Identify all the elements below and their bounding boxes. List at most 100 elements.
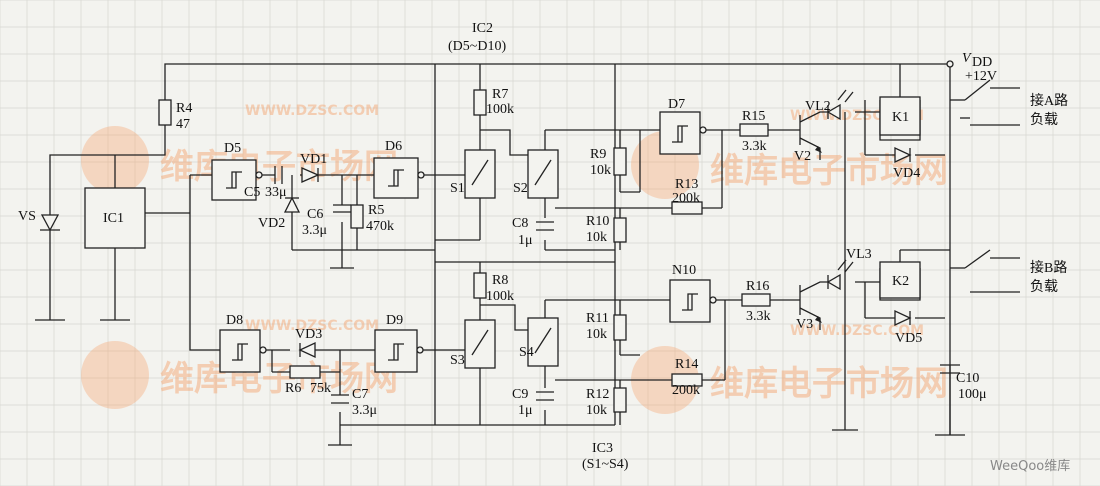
ic1-block: [84, 187, 146, 249]
label-load-a-1: 接A路: [1030, 92, 1068, 109]
label-vl3: VL3: [846, 247, 872, 262]
watermark-logo: [81, 341, 149, 409]
label-c10: C10: [956, 371, 979, 386]
watermark-url: WWW.DZSC.COM: [245, 318, 379, 334]
label-r16-value: 3.3k: [746, 309, 771, 324]
label-c9-value: 1μ: [518, 403, 533, 418]
label-n10: N10: [672, 263, 696, 278]
label-d6: D6: [385, 139, 402, 154]
resistor-r16: [741, 293, 771, 307]
resistor-r15: [739, 123, 769, 137]
resistor-r8: [473, 272, 487, 299]
watermark-text: 维库电子市场网: [710, 151, 948, 191]
label-r9: R9: [590, 147, 606, 162]
label-r8: R8: [492, 273, 508, 288]
label-vdd: V: [962, 51, 972, 66]
switch-s4: [527, 317, 559, 367]
resistor-r14: [671, 373, 703, 387]
watermark-text: 维库电子市场网: [160, 359, 398, 399]
brand-mark: WeeQoo维库: [990, 458, 1070, 474]
diode-vd3: [298, 341, 316, 359]
schmitt-d6: [373, 157, 419, 199]
resistor-r6: [289, 365, 321, 379]
label-c7-value: 3.3μ: [352, 403, 377, 418]
label-r7-value: 100k: [486, 102, 514, 117]
label-r13-value: 200k: [672, 191, 700, 206]
label-load-b-1: 接B路: [1030, 259, 1067, 276]
label-d9: D9: [386, 313, 403, 328]
label-plus12: +12V: [965, 69, 997, 84]
label-r7: R7: [492, 87, 508, 102]
labels: IC2 (D5~D10) IC3 (S1~S4) V DD +12V 接A路 负…: [18, 21, 1068, 472]
label-c8: C8: [512, 216, 528, 231]
label-ic3: IC3: [592, 441, 613, 456]
label-load-a-2: 负载: [1030, 112, 1058, 128]
label-r11-value: 10k: [586, 327, 607, 342]
vdd-terminal: [946, 60, 954, 68]
label-r5: R5: [368, 203, 384, 218]
resistor-r12: [613, 387, 627, 413]
label-c8-value: 1μ: [518, 233, 533, 248]
watermark-url: WWW.DZSC.COM: [790, 323, 924, 339]
watermark-text: 维库电子市场网: [710, 364, 948, 404]
label-c5: C5: [244, 185, 260, 200]
label-ic2-sub: (D5~D10): [448, 39, 506, 54]
label-v2: V2: [794, 149, 811, 164]
label-r11: R11: [586, 311, 609, 326]
label-d5: D5: [224, 141, 241, 156]
label-r6-value: 75k: [310, 381, 331, 396]
label-r10-value: 10k: [586, 230, 607, 245]
label-v3: V3: [796, 317, 813, 332]
label-d8: D8: [226, 313, 243, 328]
resistor-r10: [613, 217, 627, 243]
resistor-r4: [158, 99, 172, 126]
resistor-r7: [473, 89, 487, 116]
label-vd1: VD1: [300, 152, 327, 167]
label-vd5: VD5: [895, 331, 922, 346]
resistor-r13: [671, 201, 703, 215]
label-r13: R13: [675, 177, 698, 192]
schmitt-d5: [211, 159, 257, 201]
label-k1: K1: [892, 110, 909, 125]
label-r9-value: 10k: [590, 163, 611, 178]
label-s1: S1: [450, 181, 465, 196]
label-c5-value: 33μ: [265, 185, 287, 200]
label-r6: R6: [285, 381, 301, 396]
diode-vd5: [894, 309, 912, 327]
led-vl2: [826, 103, 841, 121]
label-k2: K2: [892, 274, 909, 289]
label-r8-value: 100k: [486, 289, 514, 304]
switch-s2: [527, 149, 559, 199]
zener-vs: [40, 214, 60, 232]
diode-vd2: [283, 196, 301, 213]
diode-vd4: [894, 146, 912, 164]
relay-k1: [879, 96, 921, 136]
label-r4: R4: [176, 101, 192, 116]
label-r14: R14: [675, 357, 698, 372]
watermark-text: 维库电子市场网: [160, 147, 398, 187]
label-r16: R16: [746, 279, 769, 294]
label-r12: R12: [586, 387, 609, 402]
schmitt-d9: [374, 329, 418, 373]
label-c6-value: 3.3μ: [302, 223, 327, 238]
components: [40, 60, 960, 413]
watermark-url: WWW.DZSC.COM: [245, 103, 379, 119]
schmitt-d7: [659, 111, 701, 155]
schmitt-d8: [219, 329, 261, 373]
resistor-r9: [613, 147, 627, 176]
label-r5-value: 470k: [366, 219, 394, 234]
label-c7: C7: [352, 387, 368, 402]
label-ic3-sub: (S1~S4): [582, 457, 629, 472]
relay-k2: [879, 261, 921, 299]
label-r12-value: 10k: [586, 403, 607, 418]
diode-vd1: [301, 167, 320, 183]
label-r15-value: 3.3k: [742, 139, 767, 154]
label-c6: C6: [307, 207, 323, 222]
label-d7: D7: [668, 97, 685, 112]
label-vs: VS: [18, 209, 36, 224]
label-vl2: VL2: [805, 99, 831, 114]
label-vdd-sub: DD: [972, 55, 992, 70]
switch-s1: [464, 149, 496, 199]
